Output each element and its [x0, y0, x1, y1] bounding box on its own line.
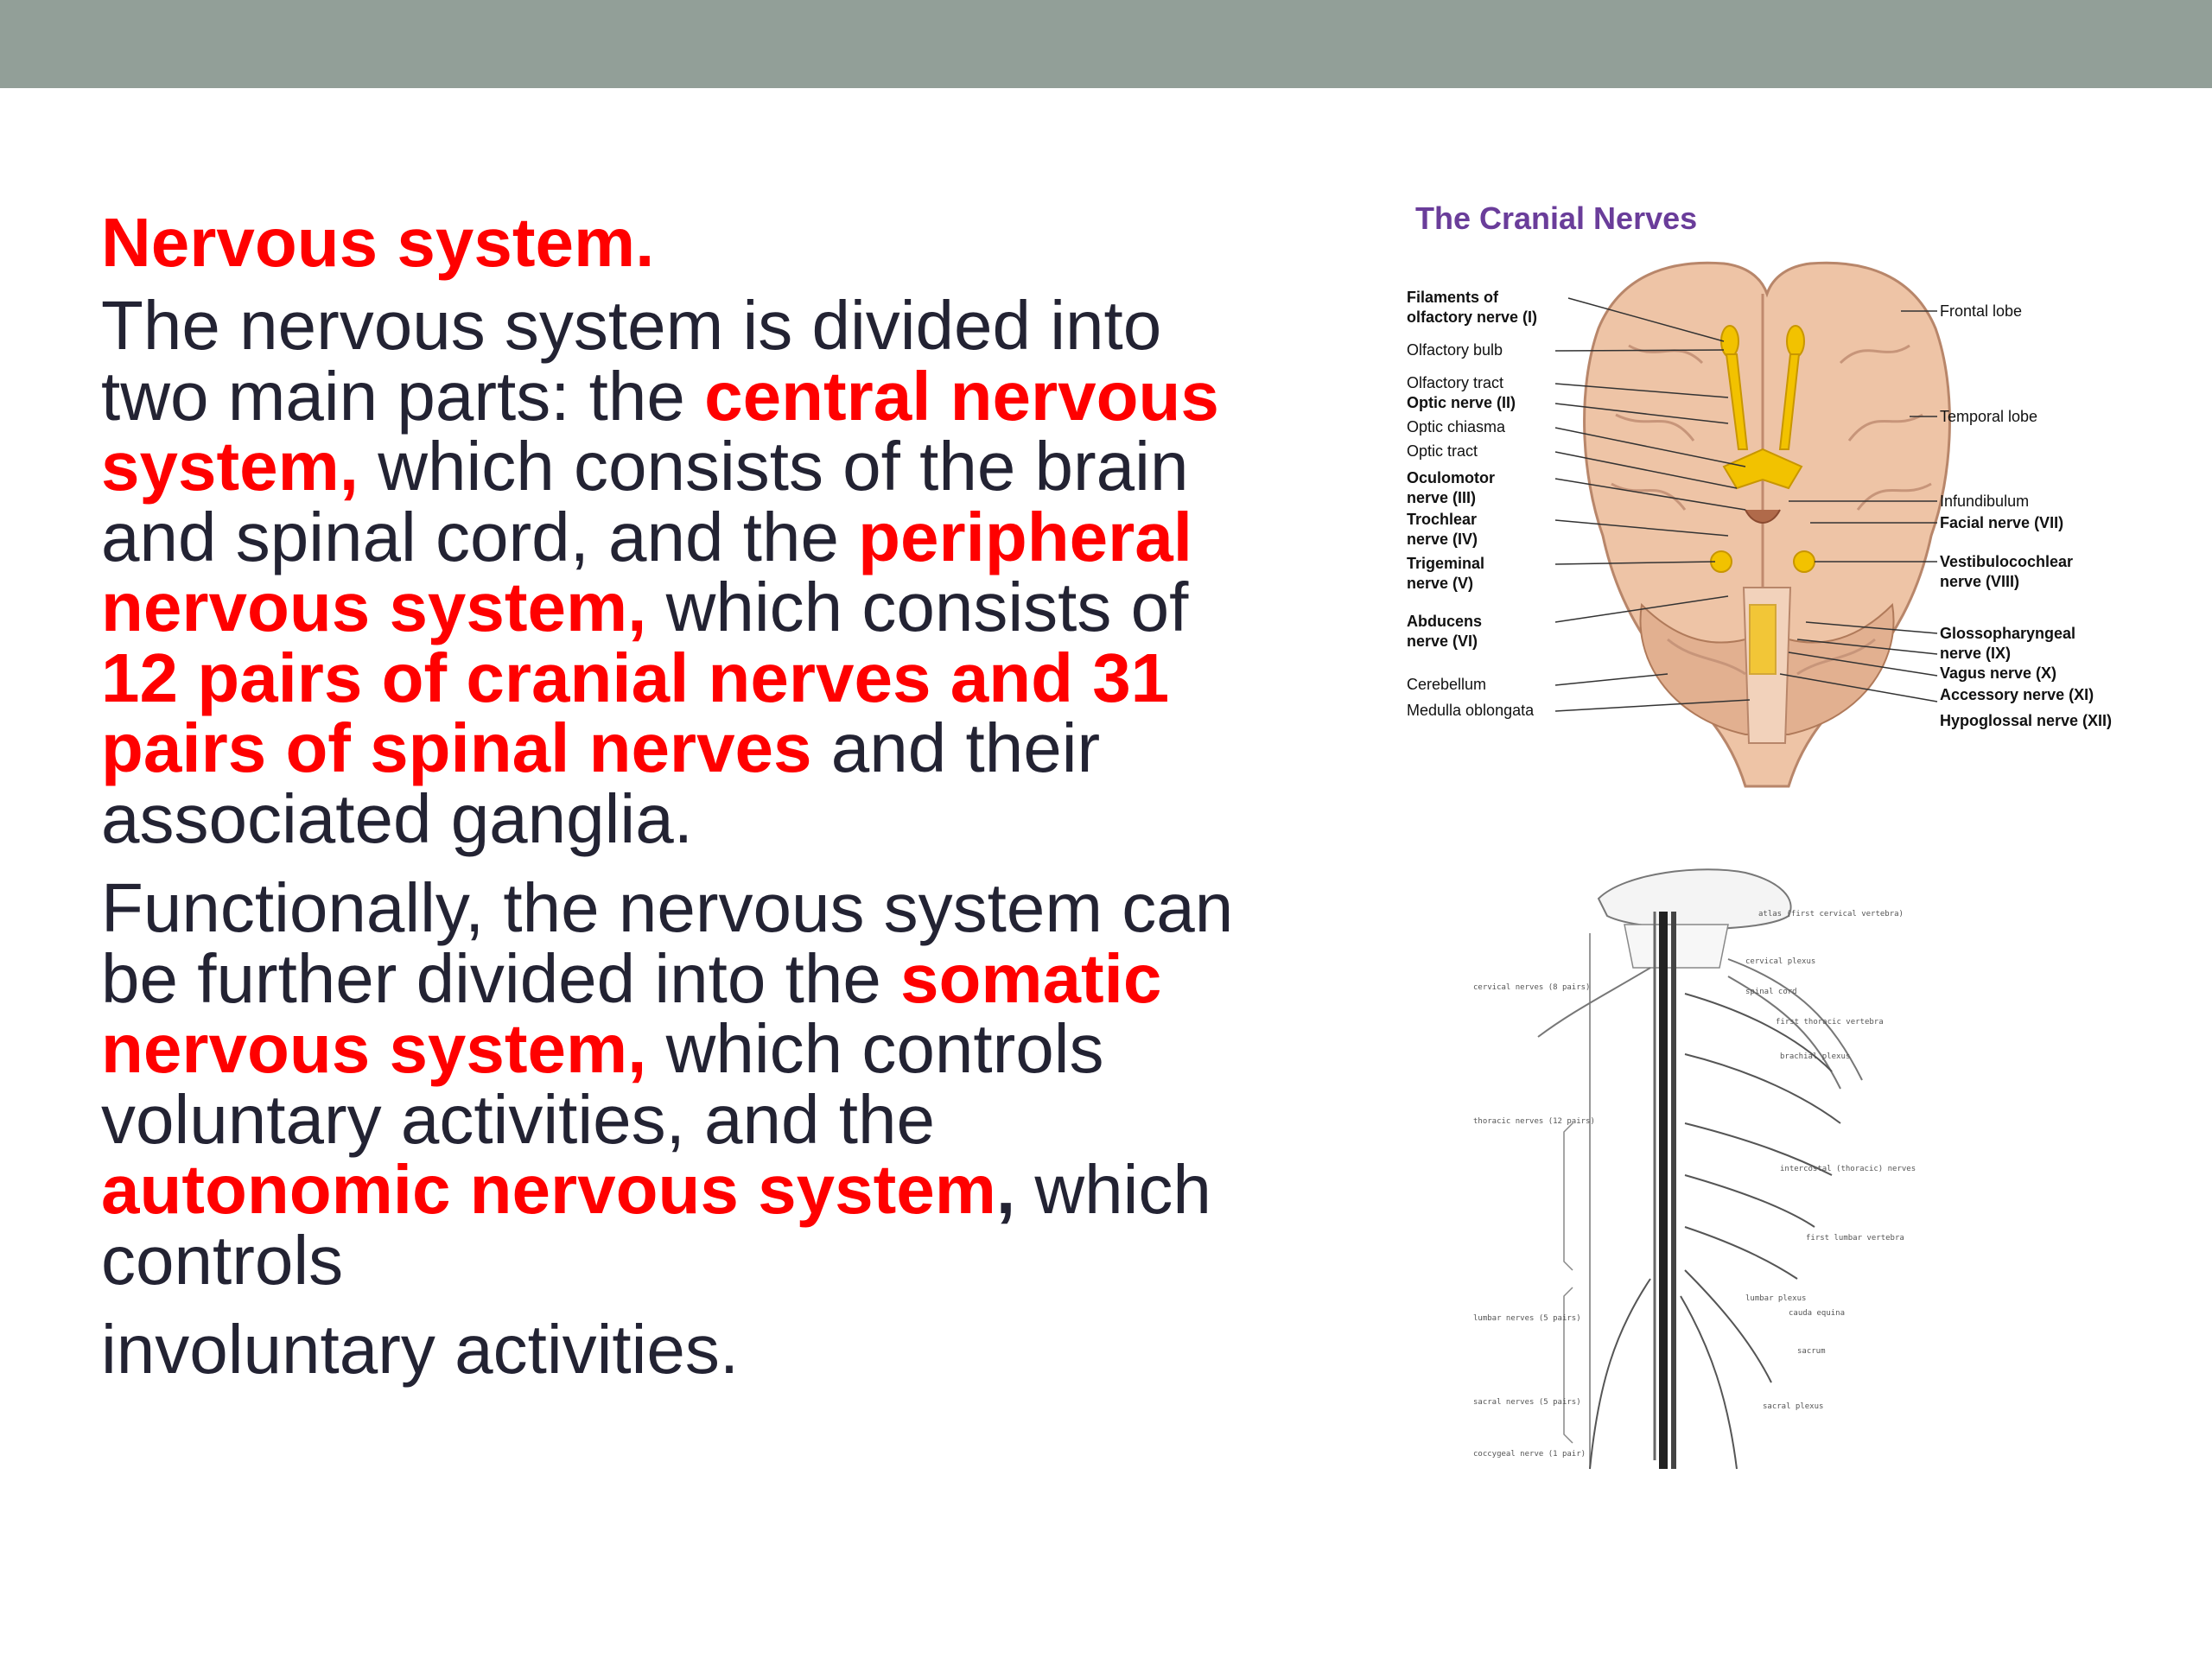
- para2-text-3: which controls: [101, 1151, 1211, 1299]
- para1-text-3: which consists of: [646, 569, 1189, 645]
- spine-label-intercostal: intercostal (thoracic) nerves: [1780, 1165, 1916, 1173]
- label-vagus-nerve: Vagus nerve (X): [1940, 664, 2056, 682]
- para1-text-4: and their associated ganglia.: [101, 709, 1101, 857]
- label-trigeminal: Trigeminal: [1407, 555, 1484, 572]
- label-trochlear: Trochlear: [1407, 511, 1477, 528]
- label-nerve-ix: nerve (IX): [1940, 645, 2011, 662]
- spine-label-lumbar-plexus: lumbar plexus: [1745, 1294, 1806, 1303]
- right-leader-lines: [1779, 310, 1938, 702]
- slide-heading: Nervous system.: [101, 204, 655, 281]
- para1-highlight-pns: peripheral nervous system,: [101, 498, 1192, 645]
- label-hypoglossal-nerve: Hypoglossal nerve (XII): [1940, 712, 2112, 729]
- label-glossopharyngeal: Glossopharyngeal: [1940, 625, 2075, 642]
- label-medulla-oblongata: Medulla oblongata: [1407, 702, 1535, 719]
- spine-label-sacrum: sacrum: [1797, 1347, 1826, 1356]
- spinal-nerves-figure: atlas (first cervical vertebra) cervical…: [1469, 864, 1953, 1486]
- spine-label-cervical-nerves: cervical nerves (8 pairs): [1473, 983, 1590, 992]
- label-olfactory-nerve: olfactory nerve (I): [1407, 308, 1537, 326]
- label-filaments-of: Filaments of: [1407, 289, 1499, 306]
- label-optic-tract: Optic tract: [1407, 442, 1478, 460]
- para1-text-1: The nervous system is divided into two m…: [101, 287, 1162, 435]
- spine-label-lumbar-nerves: lumbar nerves (5 pairs): [1473, 1314, 1581, 1323]
- spine-label-sacral-plexus: sacral plexus: [1763, 1402, 1823, 1411]
- label-oculomotor: Oculomotor: [1407, 469, 1495, 486]
- cranial-nerves-figure: The Cranial Nerves: [1382, 190, 2160, 804]
- spine-label-cervical-plexus: cervical plexus: [1745, 957, 1815, 966]
- spine-illustration: [1537, 868, 1863, 1470]
- para2-text-2: which controls voluntary activities, and…: [101, 1010, 1104, 1158]
- label-frontal-lobe: Frontal lobe: [1940, 302, 2022, 320]
- label-optic-chiasma: Optic chiasma: [1407, 418, 1506, 435]
- paragraph-2: Functionally, the nervous system can be …: [101, 873, 1250, 1385]
- spine-label-first-thoracic: first thoracic vertebra: [1776, 1018, 1884, 1027]
- para1-highlight-cns: central nervous system,: [101, 357, 1219, 505]
- label-nerve-v: nerve (V): [1407, 575, 1473, 592]
- label-optic-nerve: Optic nerve (II): [1407, 394, 1516, 411]
- label-cerebellum: Cerebellum: [1407, 676, 1486, 693]
- label-nerve-iii: nerve (III): [1407, 489, 1476, 506]
- para2-last-line: involuntary activities.: [101, 1311, 740, 1388]
- label-accessory-nerve: Accessory nerve (XI): [1940, 686, 2094, 703]
- left-leader-lines: [1554, 297, 1751, 712]
- spine-label-coccygeal-nerve: coccygeal nerve (1 pair): [1473, 1450, 1586, 1459]
- label-olfactory-tract: Olfactory tract: [1407, 374, 1503, 391]
- para2-highlight-autonomic: autonomic nervous system: [101, 1151, 996, 1228]
- spine-label-sacral-nerves: sacral nerves (5 pairs): [1473, 1398, 1581, 1407]
- slide-text: Nervous system. The nervous system is di…: [101, 206, 1250, 1385]
- label-nerve-iv: nerve (IV): [1407, 531, 1478, 548]
- label-abducens: Abducens: [1407, 613, 1482, 630]
- label-temporal-lobe: Temporal lobe: [1940, 408, 2037, 425]
- label-facial-nerve: Facial nerve (VII): [1940, 514, 2063, 531]
- spine-label-brachial-plexus: brachial plexus: [1780, 1052, 1850, 1061]
- para1-text-2: which consists of the brain and spinal c…: [101, 428, 1189, 575]
- spine-label-atlas: atlas (first cervical vertebra): [1758, 910, 1904, 918]
- spine-label-first-lumbar: first lumbar vertebra: [1806, 1234, 1904, 1243]
- spine-label-cauda-equina: cauda equina: [1789, 1309, 1845, 1318]
- top-bar: [0, 0, 2212, 88]
- para2-highlight-somatic: somatic nervous system,: [101, 939, 1162, 1087]
- para2-comma: ,: [995, 1151, 1016, 1228]
- paragraph-1: The nervous system is divided into two m…: [101, 290, 1250, 854]
- label-olfactory-bulb: Olfactory bulb: [1407, 341, 1503, 359]
- spine-label-spinal-cord: spinal cord: [1745, 988, 1797, 996]
- para2-text-1: Functionally, the nervous system can be …: [101, 869, 1234, 1017]
- label-infundibulum: Infundibulum: [1940, 493, 2029, 510]
- spine-label-thoracic-nerves: thoracic nerves (12 pairs): [1473, 1117, 1595, 1126]
- label-vestibulocochlear: Vestibulocochlear: [1940, 553, 2073, 570]
- label-nerve-vi: nerve (VI): [1407, 632, 1478, 650]
- figure-title: The Cranial Nerves: [1415, 200, 1697, 236]
- para1-highlight-nerves: 12 pairs of cranial nerves and 31 pairs …: [101, 639, 1170, 786]
- brain-illustration: [1583, 261, 1951, 788]
- label-nerve-viii: nerve (VIII): [1940, 573, 2019, 590]
